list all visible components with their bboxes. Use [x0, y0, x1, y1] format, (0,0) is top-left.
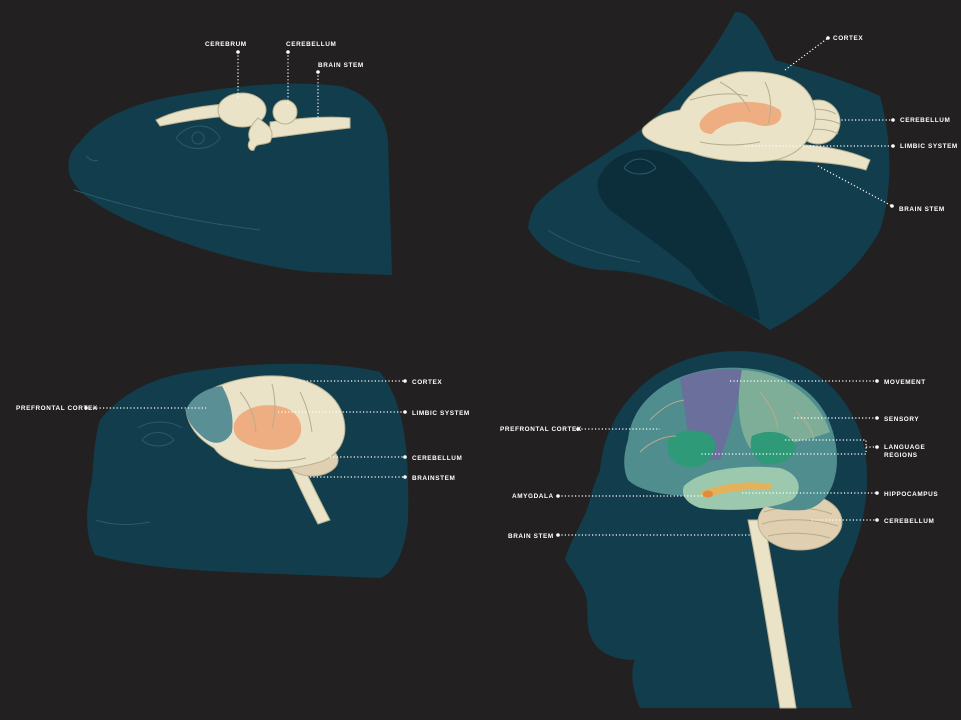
mammal-brainstem-label: BRAIN STEM	[899, 206, 945, 213]
primate-brainstem-dot	[403, 475, 407, 479]
human-cortex-folds	[639, 391, 815, 453]
reptile-cerebellum-dot	[286, 50, 290, 54]
primate-panel: CORTEX PREFRONTAL CORTEX LIMBIC SYSTEM C…	[16, 363, 470, 578]
primate-brainstem-shape	[289, 459, 331, 525]
human-brainstem-shape	[747, 519, 797, 709]
reptile-cerebrum-dot	[236, 50, 240, 54]
primate-limbic-shape	[233, 405, 302, 450]
primate-brainstem-label: BRAINSTEM	[412, 475, 455, 482]
human-regions-label: REGIONS	[884, 452, 918, 459]
reptile-cerebrum-shape	[217, 92, 267, 128]
reptile-nostril-icon	[85, 155, 99, 162]
human-amygdala-shape	[703, 490, 713, 498]
mammal-cortex-folds	[689, 81, 772, 146]
reptile-midbrain-shape	[247, 117, 273, 151]
human-sensory-dot	[875, 416, 879, 420]
human-brainstem-dot	[556, 533, 560, 537]
human-prefrontal-dot	[576, 427, 580, 431]
reptile-brainstem-label: BRAIN STEM	[318, 62, 364, 69]
human-language-shape	[668, 430, 716, 468]
mammal-panel: CORTEX CEREBELLUM LIMBIC SYSTEM BRAIN ST…	[528, 11, 958, 330]
primate-eye-icon	[141, 432, 175, 447]
reptile-pupil-icon	[191, 131, 205, 145]
primate-brow-line	[137, 421, 183, 429]
mammal-cortex-dot	[826, 36, 830, 40]
mammal-brainstem-leader	[817, 165, 893, 207]
mammal-brainstem-dot	[890, 204, 894, 208]
primate-cortex-label: CORTEX	[412, 379, 442, 386]
mammal-limbic-label: LIMBIC SYSTEM	[900, 143, 958, 150]
mammal-eye-patch	[597, 149, 760, 320]
primate-cerebellum-label: CEREBELLUM	[412, 455, 462, 462]
human-movement-label: MOVEMENT	[884, 379, 926, 386]
human-brainstem-label: BRAIN STEM	[508, 533, 554, 540]
mammal-limbic-dot	[891, 144, 895, 148]
human-hippocampus-shape	[700, 482, 772, 498]
mammal-cortex-label: CORTEX	[833, 35, 863, 42]
primate-limbic-label: LIMBIC SYSTEM	[412, 410, 470, 417]
human-cerebellum-label: CEREBELLUM	[884, 518, 934, 525]
primate-cortex-dot	[403, 379, 407, 383]
human-sensory-shape	[738, 370, 830, 448]
human-cerebellum-dot	[875, 518, 879, 522]
primate-prefrontal-dot	[84, 406, 88, 410]
primate-cortex-folds	[239, 383, 313, 462]
reptile-cerebellum-label: CEREBELLUM	[286, 41, 336, 48]
human-prefrontal-label: PREFRONTAL CORTEX	[500, 426, 582, 433]
mammal-mouth-line	[547, 229, 641, 263]
reptile-mouth-line	[73, 189, 261, 231]
human-panel: MOVEMENT PREFRONTAL CORTEX SENSORY LANGU…	[500, 351, 938, 709]
reptile-panel: CEREBRUM CEREBELLUM BRAIN STEM	[68, 41, 392, 275]
human-movement-dot	[875, 379, 879, 383]
primate-limbic-dot	[403, 410, 407, 414]
human-language-shape-2	[750, 431, 796, 465]
reptile-eye-icon	[175, 125, 221, 149]
human-language-leader	[700, 439, 867, 455]
human-hippocampus-label: HIPPOCAMPUS	[884, 491, 938, 498]
mammal-cerebellum-label: CEREBELLUM	[900, 117, 950, 124]
human-sensory-label: SENSORY	[884, 416, 919, 423]
primate-mouth-line	[95, 519, 151, 525]
reptile-brainstem-dot	[316, 70, 320, 74]
primate-prefrontal-label: PREFRONTAL CORTEX	[16, 405, 98, 412]
primate-cerebellum-dot	[403, 455, 407, 459]
mammal-eye-icon	[623, 158, 657, 175]
primate-prefrontal-shape	[186, 386, 233, 443]
human-amygdala-label: AMYGDALA	[512, 493, 554, 500]
reptile-cerebrum-label: CEREBRUM	[205, 41, 247, 48]
mammal-cortex-leader	[784, 37, 829, 71]
mammal-limbic-shape	[699, 101, 782, 134]
human-amygdala-dot	[556, 494, 560, 498]
reptile-cerebellum-shape	[272, 99, 298, 125]
human-language-dot	[875, 445, 879, 449]
human-hippocampus-dot	[875, 491, 879, 495]
human-language-label: LANGUAGE	[884, 444, 926, 451]
mammal-cerebellum-dot	[891, 118, 895, 122]
